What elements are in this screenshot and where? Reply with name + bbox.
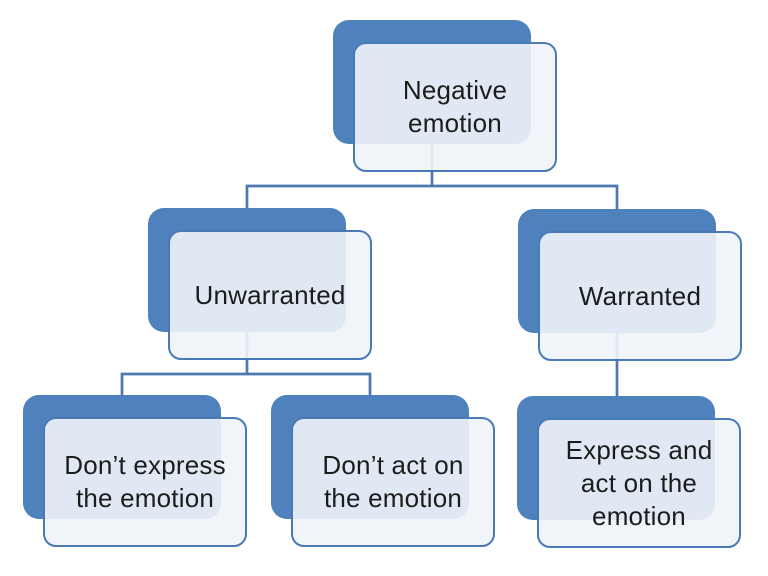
node-dont-act-label: Don’t act on the emotion xyxy=(322,450,464,513)
node-warranted-label: Warranted xyxy=(578,280,702,311)
node-express-act-label: Express and act on the emotion xyxy=(565,434,713,531)
node-warranted: Warranted xyxy=(518,209,744,361)
node-express-act-emotion: Express and act on the emotion xyxy=(517,396,743,548)
node-unwarranted-front-shape: Unwarranted xyxy=(168,230,372,360)
node-dont-express-front-shape: Don’t express the emotion xyxy=(43,417,247,547)
connector-unwarranted-bus xyxy=(120,372,372,401)
node-dont-express-emotion: Don’t express the emotion xyxy=(23,395,249,547)
node-warranted-front-shape: Warranted xyxy=(538,231,742,361)
node-unwarranted-label: Unwarranted xyxy=(194,279,346,310)
node-express-act-front-shape: Express and act on the emotion xyxy=(537,418,741,548)
connector-root-bus xyxy=(245,184,619,213)
node-negative-emotion-front-shape: Negative emotion xyxy=(353,42,557,172)
node-dont-express-label: Don’t express the emotion xyxy=(64,450,226,513)
node-dont-act-front-shape: Don’t act on the emotion xyxy=(291,417,495,547)
node-negative-emotion: Negative emotion xyxy=(333,20,559,172)
node-negative-emotion-label: Negative emotion xyxy=(402,75,508,138)
node-dont-act-emotion: Don’t act on the emotion xyxy=(271,395,497,547)
node-unwarranted: Unwarranted xyxy=(148,208,374,360)
